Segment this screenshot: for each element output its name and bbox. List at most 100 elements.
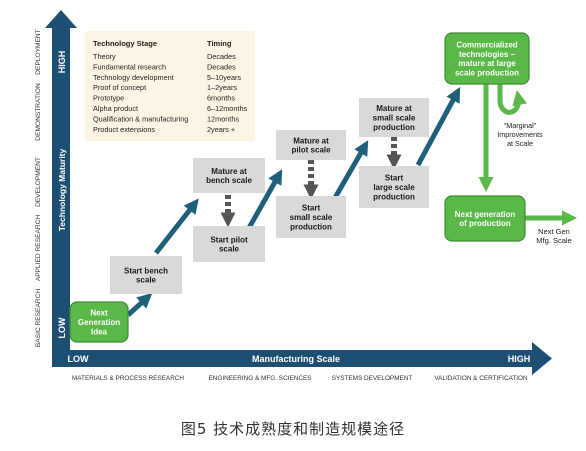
node-start-pilot-scale-label: scale — [219, 245, 240, 254]
marginal-line-2: Improvements — [497, 130, 543, 139]
y-axis-bar — [52, 28, 70, 350]
node-start-small-scale-box — [276, 196, 346, 238]
node-next-generation-idea-label: Generation — [78, 318, 120, 327]
x-axis-bar — [52, 350, 532, 367]
node-start-bench-scale-label: scale — [136, 276, 157, 285]
table-cell-stage: Theory — [93, 52, 116, 61]
node-mature-bench-scale-box — [193, 158, 265, 193]
node-mature-pilot-scale-label: Mature at — [293, 136, 329, 145]
table-cell-stage: Alpha product — [93, 104, 138, 113]
node-next-generation-idea-label: Idea — [91, 327, 108, 336]
y-band-demonstration: DEMONSTRATION — [35, 83, 42, 141]
node-mature-bench-scale-label: bench scale — [206, 176, 252, 185]
arrow-bench-to-mature-bench — [154, 198, 199, 255]
node-commercialized-technologies-box — [444, 32, 530, 85]
y-band-development: DEVELOPMENT — [35, 157, 42, 207]
node-commercialized-technologies-label: scale production — [455, 69, 519, 78]
y-axis-low: LOW — [57, 317, 67, 338]
progression-arrows — [126, 87, 461, 317]
y-axis-arrowhead — [45, 10, 77, 28]
y-band-applied-research: APPLIED RESEARCH — [35, 215, 42, 282]
x-axis: LOW Manufacturing Scale HIGH MATERIALS &… — [52, 342, 552, 382]
table-cell-timing: Decades — [207, 62, 236, 71]
annotations: "Marginal" Improvements at Scale Next Ge… — [497, 121, 571, 245]
node-mature-pilot-scale-label: pilot scale — [291, 146, 331, 155]
table-cell-timing: 6months — [207, 94, 235, 103]
node-start-large-scale-box — [359, 166, 429, 208]
y-axis-title: Technology Maturity — [57, 148, 67, 231]
marginal-improvements-note: "Marginal" Improvements at Scale — [497, 121, 543, 148]
x-band-systems: SYSTEMS DEVELOPMENT — [332, 375, 413, 382]
node-next-generation-idea-label: Next — [90, 309, 108, 318]
arrow-large-to-commercialized — [415, 87, 461, 167]
node-start-large-scale-label: production — [373, 192, 415, 201]
table-header-timing: Timing — [207, 39, 232, 48]
x-axis-title: Manufacturing Scale — [252, 354, 340, 364]
node-next-generation-production-label: of production — [459, 219, 511, 228]
x-band-materials: MATERIALS & PROCESS RESEARCH — [72, 375, 184, 382]
table-cell-stage: Technology development — [93, 73, 174, 82]
y-axis: HIGH LOW Technology Maturity BASIC RESEA… — [35, 10, 77, 350]
table-cell-stage: Fundamental research — [93, 62, 166, 71]
figure-caption: 图5 技术成熟度和制造规模途径 — [180, 420, 406, 438]
node-mature-pilot-scale-box — [276, 130, 346, 160]
x-axis-low: LOW — [68, 354, 89, 364]
node-mature-small-scale-label: small scale — [373, 114, 416, 123]
node-start-pilot-scale-box — [193, 226, 265, 262]
table-cell-timing: 5–10years — [207, 73, 241, 82]
marginal-line-1: "Marginal" — [504, 121, 537, 130]
x-axis-arrowhead — [532, 342, 552, 375]
node-start-pilot-scale-label: Start pilot — [210, 235, 248, 244]
x-band-engineering: ENGINEERING & MFG. SCIENCES — [209, 375, 312, 382]
green-arrows — [478, 84, 577, 226]
node-next-generation-idea-box — [69, 301, 129, 343]
table-cell-stage: Product extensions — [93, 125, 155, 134]
y-axis-high: HIGH — [57, 51, 67, 74]
table-cell-timing: Decades — [207, 52, 236, 61]
x-band-validation: VALIDATION & CERTIFICATION — [434, 375, 528, 382]
node-commercialized-technologies-label: mature at large — [458, 59, 516, 68]
table-cell-timing: 12months — [207, 114, 239, 123]
node-mature-bench-scale-label: Mature at — [211, 167, 247, 176]
table-cell-stage: Prototype — [93, 94, 124, 103]
node-mature-small-scale-box — [359, 98, 429, 137]
next-gen-mfg-line-2: Mfg. Scale — [536, 236, 571, 245]
table-cell-timing: 2years + — [207, 125, 235, 134]
arrow-pilot-to-mature-pilot — [242, 169, 283, 237]
x-axis-high: HIGH — [508, 354, 531, 364]
node-start-bench-scale-box — [110, 256, 182, 294]
arrow-small-to-mature-small — [329, 140, 369, 205]
table-cell-stage: Qualification & manufacturing — [93, 114, 188, 123]
marginal-improvement-loop — [497, 84, 528, 115]
y-band-basic-research: BASIC RESEARCH — [35, 289, 42, 347]
node-mature-small-scale-label: Mature at — [376, 104, 412, 113]
table-header-stage: Technology Stage — [93, 39, 157, 48]
node-start-small-scale-label: Start — [302, 204, 321, 213]
node-start-small-scale-label: production — [290, 222, 332, 231]
node-start-small-scale-label: small scale — [290, 213, 333, 222]
node-start-large-scale-label: Start — [385, 174, 404, 183]
node-mature-small-scale-label: production — [373, 123, 415, 132]
node-next-generation-production-box — [444, 195, 526, 242]
y-band-deployment: DEPLOYMENT — [35, 29, 42, 74]
table-cell-timing: 6–12months — [207, 104, 248, 113]
table-cell-timing: 1–2years — [207, 83, 237, 92]
marginal-line-3: at Scale — [507, 139, 533, 148]
dashed-arrows — [220, 137, 402, 228]
node-commercialized-technologies-label: technologies – — [459, 50, 516, 59]
next-gen-mfg-note: Next Gen Mfg. Scale — [536, 227, 571, 245]
node-start-bench-scale-label: Start bench — [124, 266, 168, 275]
